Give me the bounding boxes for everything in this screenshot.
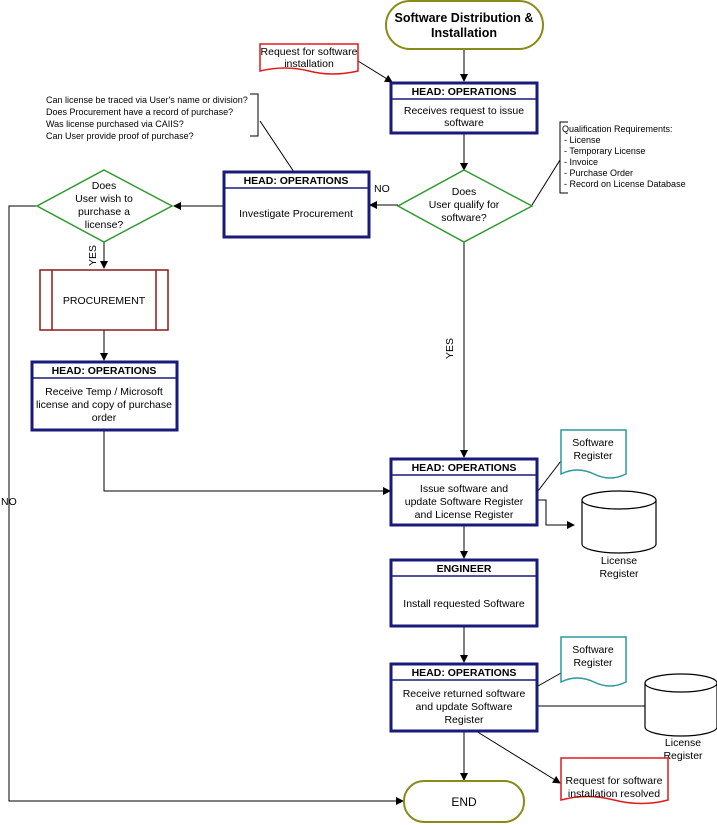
receive-line2: software xyxy=(444,117,484,129)
purchase-line4: license? xyxy=(85,219,124,231)
receive-temp-line2: license and copy of purchase xyxy=(36,399,172,411)
qualification-item: - License xyxy=(564,135,601,145)
process-receive-returned: HEAD: OPERATIONS Receive returned softwa… xyxy=(389,662,539,733)
request-line1: Request for software xyxy=(261,46,358,58)
returned-title: HEAD: OPERATIONS xyxy=(412,667,517,679)
edge-issue-to-software-register xyxy=(537,460,562,492)
process-issue-software: HEAD: OPERATIONS Issue software and upda… xyxy=(389,457,539,527)
edge-label-no-purchase: NO xyxy=(1,496,17,508)
software-register-1-line2: Register xyxy=(573,450,613,462)
predefined-procurement: PROCUREMENT xyxy=(39,269,169,331)
receive-title: HEAD: OPERATIONS xyxy=(412,86,517,98)
database-license-register-1: License Register xyxy=(581,490,657,580)
purchase-line2: User wish to xyxy=(75,193,133,205)
issue-line3: and License Register xyxy=(415,509,514,521)
investigate-title: HEAD: OPERATIONS xyxy=(244,175,349,187)
software-register-1-line1: Software xyxy=(572,437,614,449)
license-register-1-line2: Register xyxy=(599,568,639,580)
investigate-line1: Investigate Procurement xyxy=(239,208,353,220)
question-item: Does Procurement have a record of purcha… xyxy=(46,107,233,117)
qualification-item: - Temporary License xyxy=(564,146,645,156)
receive-temp-line3: order xyxy=(92,412,117,424)
edge-label-yes-qualify: YES xyxy=(444,338,456,359)
qualification-item: - Record on License Database xyxy=(564,179,686,189)
decision-qualify: Does User qualify for software? xyxy=(396,169,534,243)
procurement-label: PROCUREMENT xyxy=(63,295,146,307)
qualification-note: Qualification Requirements: - License - … xyxy=(559,121,686,194)
start-terminal: Software Distribution & Installation xyxy=(385,0,544,50)
license-register-2-line1: License xyxy=(665,737,701,749)
purchase-line1: Does xyxy=(92,180,117,192)
connectors xyxy=(8,50,645,805)
qualification-title: Qualification Requirements: xyxy=(562,124,673,134)
issue-line1: Issue software and xyxy=(420,483,508,495)
resolved-line2: installation resolved xyxy=(568,788,660,800)
returned-line1: Receive returned software xyxy=(403,688,526,700)
receive-line1: Receives request to issue xyxy=(404,105,524,117)
start-line1: Software Distribution & xyxy=(395,11,534,25)
qualify-line1: Does xyxy=(452,186,477,198)
process-investigate: HEAD: OPERATIONS Investigate Procurement xyxy=(222,170,371,239)
decision-purchase: Does User wish to purchase a license? xyxy=(35,169,174,243)
returned-line3: Register xyxy=(444,714,484,726)
qualify-line3: software? xyxy=(441,212,487,224)
start-line2: Installation xyxy=(431,26,497,40)
qualify-line2: User qualify for xyxy=(429,199,500,211)
edge-receive-temp-to-issue xyxy=(103,430,391,495)
edge-qualify-to-qualification-note xyxy=(531,159,561,206)
questions-note: Can license be traced via User's name or… xyxy=(46,93,259,141)
license-register-2-line2: Register xyxy=(663,750,703,762)
end-terminal: END xyxy=(403,780,525,823)
end-label: END xyxy=(451,795,477,809)
process-receive-temp: HEAD: OPERATIONS Receive Temp / Microsof… xyxy=(30,360,179,432)
edge-returned-to-software-register xyxy=(537,672,562,687)
issue-line2: update Software Register xyxy=(405,496,524,508)
license-register-1-line1: License xyxy=(601,555,637,567)
edge-purchase-no xyxy=(8,205,404,805)
engineer-line1: Install requested Software xyxy=(403,598,525,610)
resolved-line1: Request for software xyxy=(566,775,663,787)
document-software-register-2: Software Register xyxy=(560,636,627,687)
software-register-2-line1: Software xyxy=(572,644,614,656)
edge-returned-to-resolved xyxy=(475,730,561,784)
receive-temp-title: HEAD: OPERATIONS xyxy=(52,365,157,377)
process-engineer: ENGINEER Install requested Software xyxy=(389,558,539,628)
question-item: Can license be traced via User's name or… xyxy=(46,95,248,105)
resolved-note: Request for software installation resolv… xyxy=(560,757,669,805)
edge-request-to-receive xyxy=(357,60,393,83)
process-receive-request: HEAD: OPERATIONS Receives request to iss… xyxy=(389,81,539,135)
qualification-item: - Invoice xyxy=(564,157,598,167)
software-register-2-line2: Register xyxy=(573,657,613,669)
question-item: Can User provide proof of purchase? xyxy=(46,131,194,141)
purchase-line3: purchase a xyxy=(78,206,130,218)
qualification-item: - Purchase Order xyxy=(564,168,633,178)
request-note: Request for software installation xyxy=(259,43,359,75)
question-item: Was license purchased via CAIIS? xyxy=(46,119,184,129)
edge-investigate-to-questions-note xyxy=(259,120,295,173)
edge-label-yes-purchase: YES xyxy=(87,245,99,266)
edge-issue-to-license-register xyxy=(538,499,575,529)
edge-label-no-qualify: NO xyxy=(374,183,390,195)
database-license-register-2: License Register xyxy=(644,673,717,762)
receive-temp-line1: Receive Temp / Microsoft xyxy=(45,386,163,398)
document-software-register-1: Software Register xyxy=(560,429,627,479)
issue-title: HEAD: OPERATIONS xyxy=(412,462,517,474)
engineer-title: ENGINEER xyxy=(437,563,492,575)
returned-line2: and update Software xyxy=(416,701,513,713)
request-line2: installation xyxy=(284,58,334,70)
